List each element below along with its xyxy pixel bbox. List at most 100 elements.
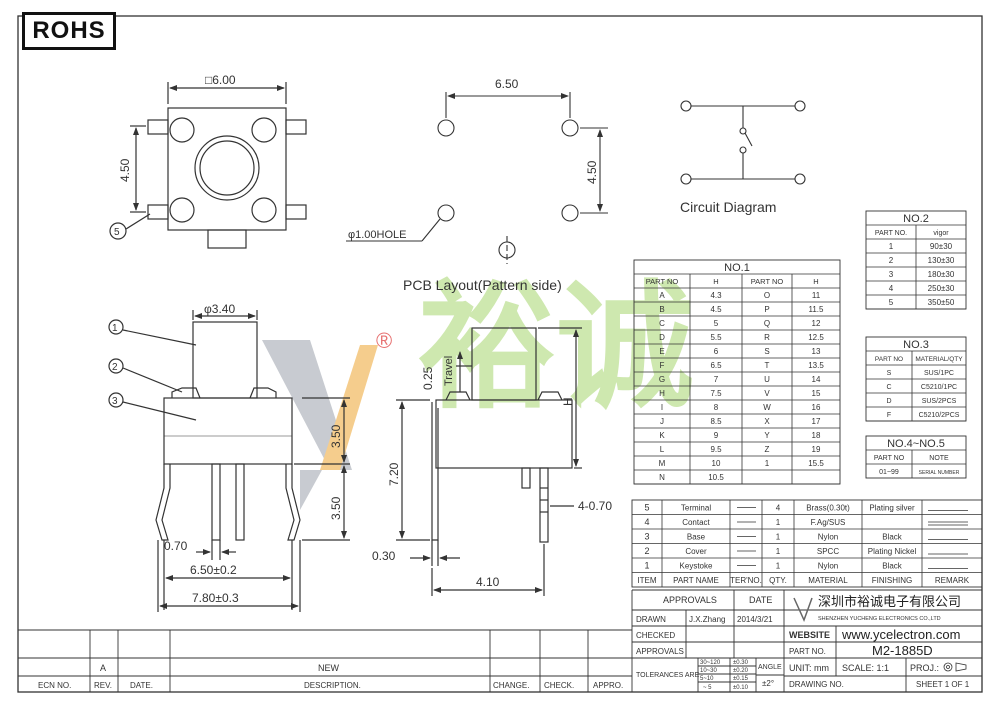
no1-cell: 12.5 bbox=[808, 333, 824, 342]
no1-cell: 13.5 bbox=[808, 361, 824, 370]
no1-cell: C bbox=[659, 319, 665, 328]
no1-cell: K bbox=[659, 431, 665, 440]
no1-cell: R bbox=[764, 333, 770, 342]
no1-cell: 13 bbox=[812, 347, 821, 356]
no45-header: PART NO bbox=[874, 455, 905, 462]
no2-header: PART NO. bbox=[875, 230, 907, 237]
no2-title: NO.2 bbox=[903, 213, 929, 225]
no45-cell: 01~99 bbox=[879, 469, 899, 476]
no3-cell: C5210/1PC bbox=[921, 384, 957, 391]
no1-cell: T bbox=[765, 361, 770, 370]
rev-description: NEW bbox=[318, 663, 340, 673]
tol-value-3: ±0.15 bbox=[733, 676, 749, 682]
angle-label: ANGLE bbox=[758, 664, 782, 671]
no1-cell: 7 bbox=[714, 375, 719, 384]
tol-range-3: 5~10 bbox=[700, 676, 714, 682]
no2-cell: 1 bbox=[889, 242, 894, 251]
pcb-dim-width: 6.50 bbox=[495, 77, 519, 91]
no3-cell: D bbox=[886, 398, 891, 405]
side-view bbox=[396, 327, 582, 596]
no3-title: NO.3 bbox=[903, 339, 929, 351]
no1-cell: 9.5 bbox=[710, 445, 722, 454]
bom-header: PART NAME bbox=[673, 576, 719, 585]
bom-cell: 1 bbox=[776, 518, 781, 527]
no1-cell: 5 bbox=[714, 319, 719, 328]
rev-header-change: CHANGE. bbox=[493, 681, 529, 690]
callout-5: 5 bbox=[114, 227, 120, 238]
angle-value: ±2° bbox=[762, 679, 774, 688]
no2-cell: 90±30 bbox=[930, 242, 953, 251]
dim-lower: 3.50 bbox=[329, 496, 343, 520]
top-view bbox=[109, 82, 307, 249]
no2-cell: 130±30 bbox=[928, 256, 955, 265]
website-value: www.ycelectron.com bbox=[841, 627, 960, 642]
no1-cell: 17 bbox=[812, 417, 821, 426]
no1-cell: H bbox=[659, 389, 665, 398]
no1-header: PART NO bbox=[751, 277, 784, 286]
tol-range-2: 10~30 bbox=[700, 668, 718, 674]
no45-title: NO.4~NO.5 bbox=[887, 438, 945, 450]
dim-H: H bbox=[561, 397, 575, 406]
tol-value-2: ±0.20 bbox=[733, 668, 749, 674]
no1-cell: V bbox=[764, 389, 770, 398]
no1-cell: Z bbox=[765, 445, 770, 454]
no1-cell: P bbox=[764, 305, 769, 314]
tolerances-label: TOLERANCES ARE bbox=[636, 672, 700, 679]
part-no-value: M2-1885D bbox=[872, 643, 933, 658]
no1-cell: U bbox=[764, 375, 770, 384]
bom-item-number: 1 bbox=[644, 561, 649, 571]
no1-cell: E bbox=[659, 347, 664, 356]
bom-cell: F.Ag/SUS bbox=[811, 518, 846, 527]
drawn-label: DRAWN bbox=[636, 615, 666, 624]
bom-item-number: 3 bbox=[644, 532, 649, 542]
watermark-text: 裕诚 bbox=[418, 271, 694, 425]
callout-2: 2 bbox=[112, 362, 118, 373]
bom-item-number: 5 bbox=[644, 503, 649, 513]
dim-upper: 3.50 bbox=[329, 424, 343, 448]
rohs-badge: ROHS bbox=[22, 12, 116, 50]
no1-cell: Y bbox=[764, 431, 770, 440]
no1-header: PART NO bbox=[646, 277, 679, 286]
bom-header: FINISHING bbox=[872, 576, 912, 585]
no3-cell: S bbox=[887, 370, 892, 377]
callout-1: 1 bbox=[112, 323, 118, 334]
no1-cell: G bbox=[659, 375, 665, 384]
dim-070: 0.70 bbox=[164, 539, 188, 553]
no1-cell: 4.5 bbox=[710, 305, 722, 314]
no3-cell: F bbox=[887, 412, 891, 419]
table-frame bbox=[865, 435, 967, 479]
no1-cell: B bbox=[659, 305, 664, 314]
no3-cell: C5210/2PCS bbox=[919, 412, 960, 419]
no1-cell: 5.5 bbox=[710, 333, 722, 342]
dim-720: 7.20 bbox=[387, 462, 401, 486]
bom-header: MATERIAL bbox=[808, 576, 848, 585]
no1-cell: A bbox=[659, 291, 665, 300]
dim-650: 6.50±0.2 bbox=[190, 563, 237, 577]
no1-cell: 19 bbox=[812, 445, 821, 454]
bom-header: ITEM bbox=[637, 576, 656, 585]
no1-cell: O bbox=[764, 291, 770, 300]
dim-stem: φ3.40 bbox=[204, 302, 235, 316]
sheet-label: SHEET 1 OF 1 bbox=[916, 680, 970, 689]
no1-cell: I bbox=[661, 403, 663, 412]
bom-header: QTY. bbox=[769, 576, 787, 585]
no1-cell: 10.5 bbox=[708, 473, 724, 482]
bom-header: REMARK bbox=[935, 576, 970, 585]
no1-cell: X bbox=[764, 417, 770, 426]
dim-025: 0.25 bbox=[421, 366, 435, 390]
callout-3: 3 bbox=[112, 396, 118, 407]
bom-cell: 1 bbox=[776, 533, 781, 542]
no1-header: H bbox=[713, 277, 718, 286]
no1-cell: N bbox=[659, 473, 665, 482]
bom-cell: Nylon bbox=[818, 533, 838, 542]
bom-cell: Plating silver bbox=[869, 504, 915, 513]
dim-top-height: 4.50 bbox=[118, 158, 132, 182]
no2-header: vigor bbox=[933, 230, 949, 237]
no1-cell: 11.5 bbox=[809, 305, 825, 314]
tol-value-1: ±0.30 bbox=[733, 660, 749, 666]
no3-header: MATERIAL/QTY bbox=[915, 356, 963, 363]
no2-cell: 3 bbox=[889, 270, 894, 279]
